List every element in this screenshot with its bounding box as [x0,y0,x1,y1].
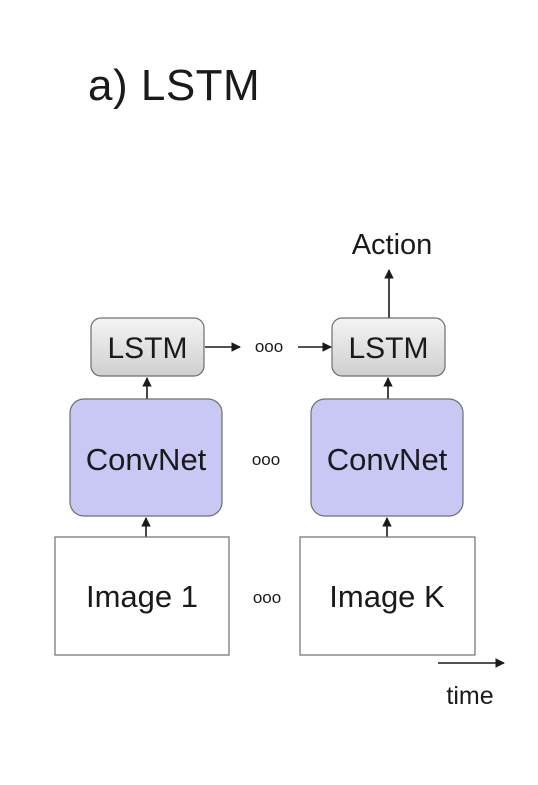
image-label-k: Image K [329,579,445,614]
convnet-label-1: ConvNet [86,442,207,477]
convnet-label-k: ConvNet [327,442,448,477]
lstm-label-1: LSTM [107,332,187,365]
convnet-ellipsis: ooo [252,450,280,469]
convnet-box-k [310,398,464,517]
action-label: Action [352,229,433,261]
image-label-1: Image 1 [86,579,198,614]
image-ellipsis: ooo [253,588,281,607]
convnet-box-1 [69,398,223,517]
time-label: time [446,682,493,710]
image-box-1 [54,536,230,656]
lstm-box-k [331,317,446,377]
image-box-k [299,536,476,656]
lstm-label-k: LSTM [348,332,428,365]
diagram-title: a) LSTM [88,61,261,110]
lstm-ellipsis: ooo [255,337,283,356]
lstm-box-1 [90,317,205,377]
